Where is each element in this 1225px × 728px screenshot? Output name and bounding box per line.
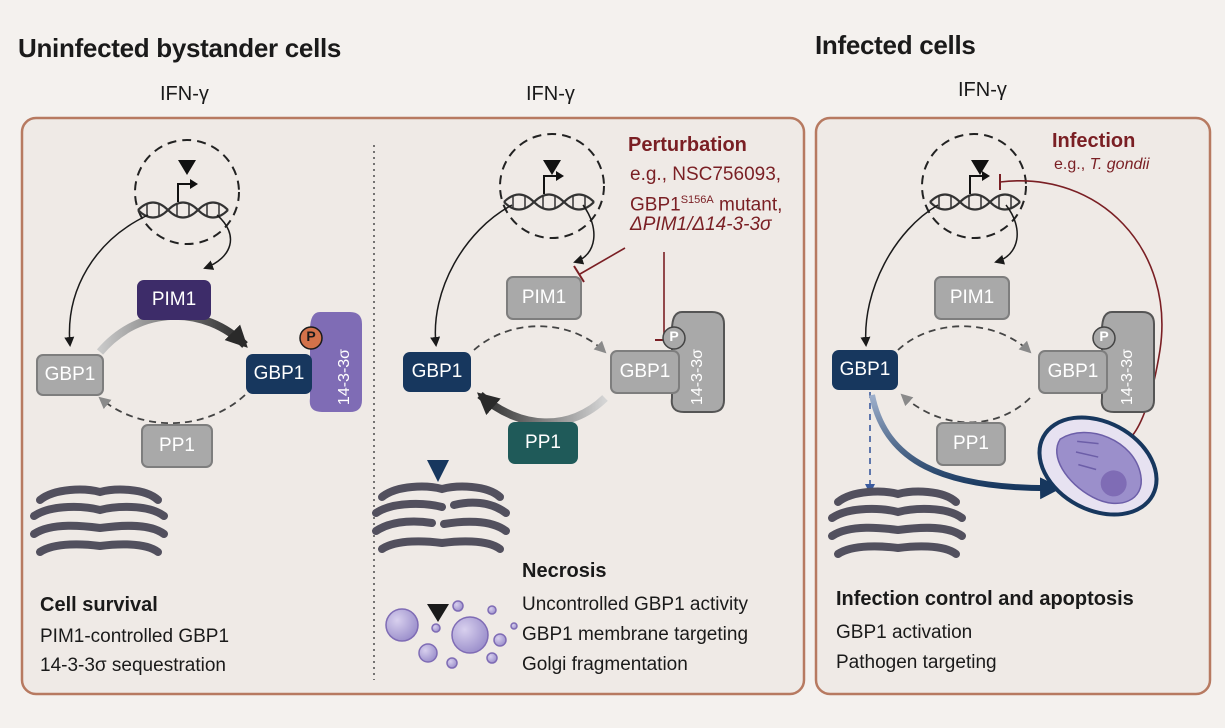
ifn-label-b: IFN-γ [526, 83, 575, 105]
gbp1-box-bound-c: GBP1 [1038, 350, 1108, 394]
necrosis-line2: GBP1 membrane targeting [522, 624, 749, 645]
sigma-label: 14-3-3σ [336, 348, 353, 406]
perturbation-line2: GBP1S156A mutant, [630, 194, 783, 216]
necrosis-line1: Uncontrolled GBP1 activity [522, 594, 748, 615]
pp1-box: PP1 [141, 424, 213, 468]
necrosis-title: Necrosis [522, 560, 607, 582]
gbp1-box: GBP1 [36, 354, 104, 396]
pim1-box-b: PIM1 [506, 276, 582, 320]
gbp1-box-bound-b: GBP1 [610, 350, 680, 394]
phospho-badge-b [662, 326, 686, 350]
infection-outcome-line1: GBP1 activation [836, 622, 973, 643]
nucleus-circle [134, 139, 240, 245]
phospho-badge [299, 326, 323, 350]
infection-outcome-line2: Pathogen targeting [836, 652, 997, 673]
perturbation-line3: ΔPIM1/Δ14-3-3σ [630, 214, 772, 235]
perturbation-line1: e.g., NSC756093, [630, 164, 782, 185]
sigma-14-3-3-shape [309, 312, 362, 412]
necrosis-scheme [427, 112, 725, 622]
phospho-label: P [306, 328, 316, 344]
phospho-badge-c [1092, 326, 1116, 350]
phospho-label-c: P [1099, 328, 1109, 344]
infected-scheme [860, 112, 1163, 517]
pp1-box-c: PP1 [936, 422, 1006, 466]
infection-example: e.g., T. gondii [1054, 156, 1150, 173]
pim1-box-c: PIM1 [934, 276, 1010, 320]
necrosis-line3: Golgi fragmentation [522, 654, 688, 675]
parasite-vacuole-icon [1037, 415, 1159, 517]
gbp1-box-b: GBP1 [403, 352, 471, 392]
survival-line2: 14-3-3σ sequestration [40, 655, 227, 676]
ifn-label-c: IFN-γ [958, 79, 1007, 101]
nucleus-circle-b [499, 133, 605, 239]
sigma-label-c: 14-3-3σ [1119, 348, 1136, 406]
gbp1-box-c: GBP1 [832, 350, 898, 390]
pp1-box-b: PP1 [508, 422, 578, 464]
golgi-fragmenting [372, 482, 510, 553]
golgi-vesicles [385, 600, 518, 669]
header-uninfected: Uninfected bystander cells [18, 33, 342, 63]
infection-outcome-title: Infection control and apoptosis [836, 588, 1134, 610]
nucleus-circle-c [921, 133, 1027, 239]
infection-title: Infection [1052, 130, 1136, 152]
sigma-label-b: 14-3-3σ [689, 348, 706, 406]
perturbation-title: Perturbation [628, 134, 747, 156]
header-infected: Infected cells [815, 30, 976, 60]
ifn-label-a: IFN-γ [160, 83, 209, 105]
survival-line1: PIM1-controlled GBP1 [40, 626, 230, 647]
phospho-label-b: P [669, 328, 679, 344]
gbp1-box-bound: GBP1 [246, 354, 312, 394]
survival-title: Cell survival [40, 594, 158, 616]
pim1-box: PIM1 [137, 280, 211, 320]
